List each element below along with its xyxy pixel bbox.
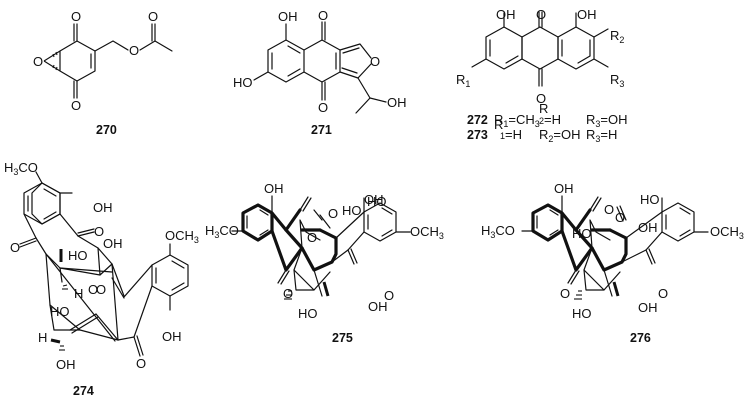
atom-o-2: O <box>307 230 317 245</box>
atom-o-4: O <box>96 282 106 297</box>
atom-o-5: O <box>136 356 146 371</box>
atom-oh-top: OH <box>278 9 298 24</box>
atom-ho-1: HO <box>342 203 362 218</box>
atom-o-top: O <box>536 7 546 22</box>
atom-o-4: O <box>658 286 668 301</box>
atom-oh-4: OH <box>56 357 76 372</box>
atom-h-1: H <box>74 286 83 301</box>
atom-oh-right: OH <box>577 7 597 22</box>
atom-oh-3: OH <box>162 329 182 344</box>
atom-h-2: H <box>38 330 47 345</box>
atom-oh-side: OH <box>387 95 407 110</box>
atom-o-bottom: O <box>318 100 328 115</box>
atom-oh-1: OH <box>93 200 113 215</box>
atom-o-epoxide: O <box>33 54 43 69</box>
atom-o-top: O <box>318 8 328 23</box>
atom-o-3: O <box>560 286 570 301</box>
compound-label-275: 275 <box>332 331 353 345</box>
atom-o-2: O <box>94 224 104 239</box>
compound-271: OH HO O O O OH 271 <box>233 8 407 137</box>
legend-273-r2: R2=OH <box>539 127 581 144</box>
atom-h3co: H3CO <box>481 223 515 240</box>
atom-oh-1: OH <box>364 192 384 207</box>
atom-o-3: O <box>283 286 293 301</box>
atom-ho-2: HO <box>50 304 70 319</box>
atom-h3co: H3CO <box>4 160 38 177</box>
compound-274: H3CO OH O O OH HO O H OCH3 O HO H OH O O… <box>4 160 199 398</box>
atom-o-top: O <box>71 9 81 24</box>
compound-label-270: 270 <box>96 123 117 137</box>
atom-oh-1: OH <box>638 220 658 235</box>
atom-o-1: O <box>604 202 614 217</box>
legend-272-r2: R <box>539 101 548 116</box>
compound-272-273: OH O OH O R1 R2 R3 272 R1=CH3 R 2=H R3=O… <box>456 7 628 144</box>
atom-h3co: H3CO <box>205 223 239 240</box>
compound-label-273: 273 <box>467 128 488 142</box>
atom-o-ester: O <box>129 43 139 58</box>
atom-ho-1: HO <box>572 226 592 241</box>
compound-label-271: 271 <box>311 123 332 137</box>
atom-ho-right: HO <box>367 194 387 209</box>
atom-ho-bottom: HO <box>298 306 318 321</box>
legend-273-r1: R <box>494 117 503 132</box>
atom-r2: R2 <box>610 28 624 45</box>
atom-o-3: O <box>88 282 98 297</box>
atom-r1: R1 <box>456 72 470 89</box>
atom-ho-right: HO <box>640 192 660 207</box>
compound-276: OH H3CO O O OH HO HO OCH3 O O OH HO 276 <box>481 181 744 345</box>
atom-ho-left: HO <box>233 75 253 90</box>
substituent-legend: 272 R1=CH3 R 2=H R3=OH 273 R 1=H R2=OH R… <box>467 101 628 144</box>
atom-och3: OCH3 <box>165 228 199 245</box>
atom-och3: OCH3 <box>710 224 744 241</box>
atom-o-furan: O <box>370 54 380 69</box>
legend-272-r2b: 2=H <box>539 112 561 127</box>
compound-label-274: 274 <box>73 384 94 398</box>
atom-o-2: O <box>615 210 625 225</box>
atom-oh-2: OH <box>103 236 123 251</box>
compound-270: O O O O O 270 <box>33 9 173 137</box>
atom-o-bottom: O <box>536 91 546 106</box>
atom-r3: R3 <box>610 72 624 89</box>
atom-o-acyl: O <box>148 9 158 24</box>
atom-och3: OCH3 <box>410 224 444 241</box>
compound-275: OH H3CO O HO OH O HO OCH3 O O OH HO 275 <box>205 181 444 345</box>
atom-ho-1: HO <box>68 248 88 263</box>
atom-oh-top: OH <box>264 181 284 196</box>
legend-273-r3: R3=H <box>586 127 617 144</box>
atom-ho-bottom: HO <box>572 306 592 321</box>
legend-273-r1b: 1=H <box>500 127 522 142</box>
atom-o-1: O <box>10 240 20 255</box>
atom-oh-top: OH <box>554 181 574 196</box>
atom-o-4: O <box>384 288 394 303</box>
atom-o-1: O <box>328 206 338 221</box>
atom-o-bottom: O <box>71 98 81 113</box>
compound-label-276: 276 <box>630 331 651 345</box>
atom-oh-left: OH <box>496 7 516 22</box>
compound-label-272: 272 <box>467 113 488 127</box>
atom-oh-bottom: OH <box>368 299 388 314</box>
atom-oh-bottom: OH <box>638 300 658 315</box>
